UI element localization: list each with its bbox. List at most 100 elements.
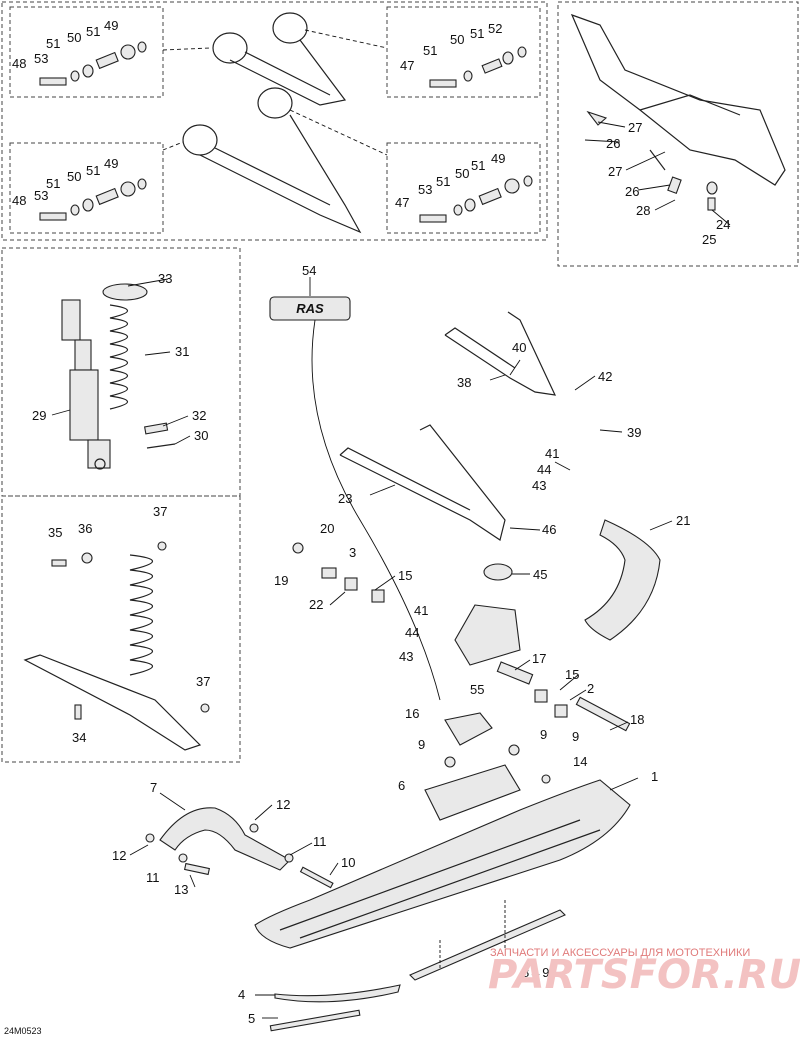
callout: 43 [399, 649, 413, 664]
ski-pads [424, 712, 551, 821]
callouts-bracket: 27 26 27 26 28 24 25 [606, 120, 730, 247]
callout: 15 [398, 568, 412, 583]
detail-box-top-right [386, 6, 541, 98]
drawing-code: 24M0523 [4, 1026, 42, 1036]
front-a-arms-main [339, 311, 557, 666]
callout: 11 [146, 870, 160, 885]
callout: 9 [418, 737, 425, 752]
callout: 35 [48, 525, 62, 540]
callout: 11 [313, 834, 327, 849]
watermark-tagline: ЗАПЧАСТИ И АКСЕССУАРЫ ДЛЯ МОТОТЕХНИКИ [490, 947, 750, 959]
callout: 27 [628, 120, 642, 135]
callout: 50 [67, 169, 81, 184]
callout: 44 [537, 462, 551, 477]
callout: 10 [341, 855, 355, 870]
callout: 26 [606, 136, 620, 151]
callout: 13 [174, 882, 188, 897]
callout: 15 [565, 667, 579, 682]
coil-spring-sketch [102, 283, 176, 449]
callout: 37 [153, 504, 167, 519]
callout: 53 [418, 182, 432, 197]
callout: 27 [608, 164, 622, 179]
callout: 21 [676, 513, 690, 528]
leader-lines [51, 121, 731, 1019]
callout: 37 [196, 674, 210, 689]
callout: 33 [158, 271, 172, 286]
decal-text: RAS [296, 301, 324, 316]
callouts-top-left: 51 50 51 49 48 53 [12, 18, 118, 71]
bracket-frame [557, 1, 799, 267]
a-arm-sketch [162, 12, 388, 234]
detail-box-mid-right [386, 142, 541, 234]
callout: 51 [86, 163, 100, 178]
ski [254, 779, 631, 949]
callout: 50 [450, 32, 464, 47]
callout: 44 [405, 625, 419, 640]
callout: 24 [716, 217, 730, 232]
callout: 14 [573, 754, 587, 769]
callout: 4 [238, 987, 245, 1002]
callouts-spring-shock: 35 36 37 37 34 [48, 504, 210, 745]
detail-box-mid-left [9, 142, 164, 234]
callouts-top-right: 52 51 50 51 47 [400, 21, 502, 73]
callout: 36 [78, 521, 92, 536]
ski-leg-hardware [292, 542, 631, 732]
callouts-ski: 16 9 9 9 14 6 1 7 12 12 11 11 13 10 8→9 … [112, 706, 658, 1026]
shock-absorber-sketch [61, 299, 111, 470]
callout: 16 [405, 706, 419, 721]
hardware-row-mid-left [39, 178, 147, 221]
callout: 47 [395, 195, 409, 210]
callout: 9 [572, 729, 579, 744]
callout: 51 [470, 26, 484, 41]
callout: 53 [34, 51, 48, 66]
callout: 3 [349, 545, 356, 560]
callout: 12 [112, 848, 126, 863]
spring-shock-frame [1, 495, 241, 763]
callout: 48 [12, 193, 26, 208]
callout: 51 [436, 174, 450, 189]
callout: 17 [532, 651, 546, 666]
callout: 12 [276, 797, 290, 812]
callout: 53 [34, 188, 48, 203]
callout: 20 [320, 521, 334, 536]
hardware-row-mid-right [419, 175, 533, 223]
callout: 31 [175, 344, 189, 359]
callout: 51 [471, 158, 485, 173]
callout: 22 [309, 597, 323, 612]
callout: 52 [488, 21, 502, 36]
callout: 38 [457, 375, 471, 390]
callout: 41 [414, 603, 428, 618]
callout: 47 [400, 58, 414, 73]
callout: 25 [702, 232, 716, 247]
callout: 40 [512, 340, 526, 355]
callout: 51 [46, 36, 60, 51]
callout: 50 [455, 166, 469, 181]
callout: 26 [625, 184, 639, 199]
callout: 49 [104, 156, 118, 171]
callout: 28 [636, 203, 650, 218]
watermark-logo-text: PARTSFOR.RU [488, 952, 800, 998]
callouts-shock: 33 31 29 32 30 [32, 271, 208, 443]
callout: 19 [274, 573, 288, 588]
spindle-bracket-21 [584, 519, 661, 641]
callout: 48 [12, 56, 26, 71]
callout: 6 [398, 778, 405, 793]
hardware-row-top-right [429, 46, 527, 88]
callout: 9 [540, 727, 547, 742]
callout: 54 [302, 263, 316, 278]
detail-box-top-left [9, 6, 164, 98]
callout: 8→9 [522, 965, 549, 980]
callout: 51 [423, 43, 437, 58]
callout: 51 [46, 176, 60, 191]
callout: 41 [545, 446, 559, 461]
ski-handle-7 [145, 807, 334, 889]
callout: 18 [630, 712, 644, 727]
callout: 42 [598, 369, 612, 384]
callouts-mid-left: 51 50 51 49 48 53 [12, 156, 118, 208]
callout: 23 [338, 491, 352, 506]
callouts-upper: 54 40 42 38 39 41 44 43 23 46 45 21 [302, 263, 690, 582]
decal-badge: RAS [269, 296, 351, 321]
callout: 5 [248, 1011, 255, 1026]
spring-shock-assembly [23, 541, 210, 751]
